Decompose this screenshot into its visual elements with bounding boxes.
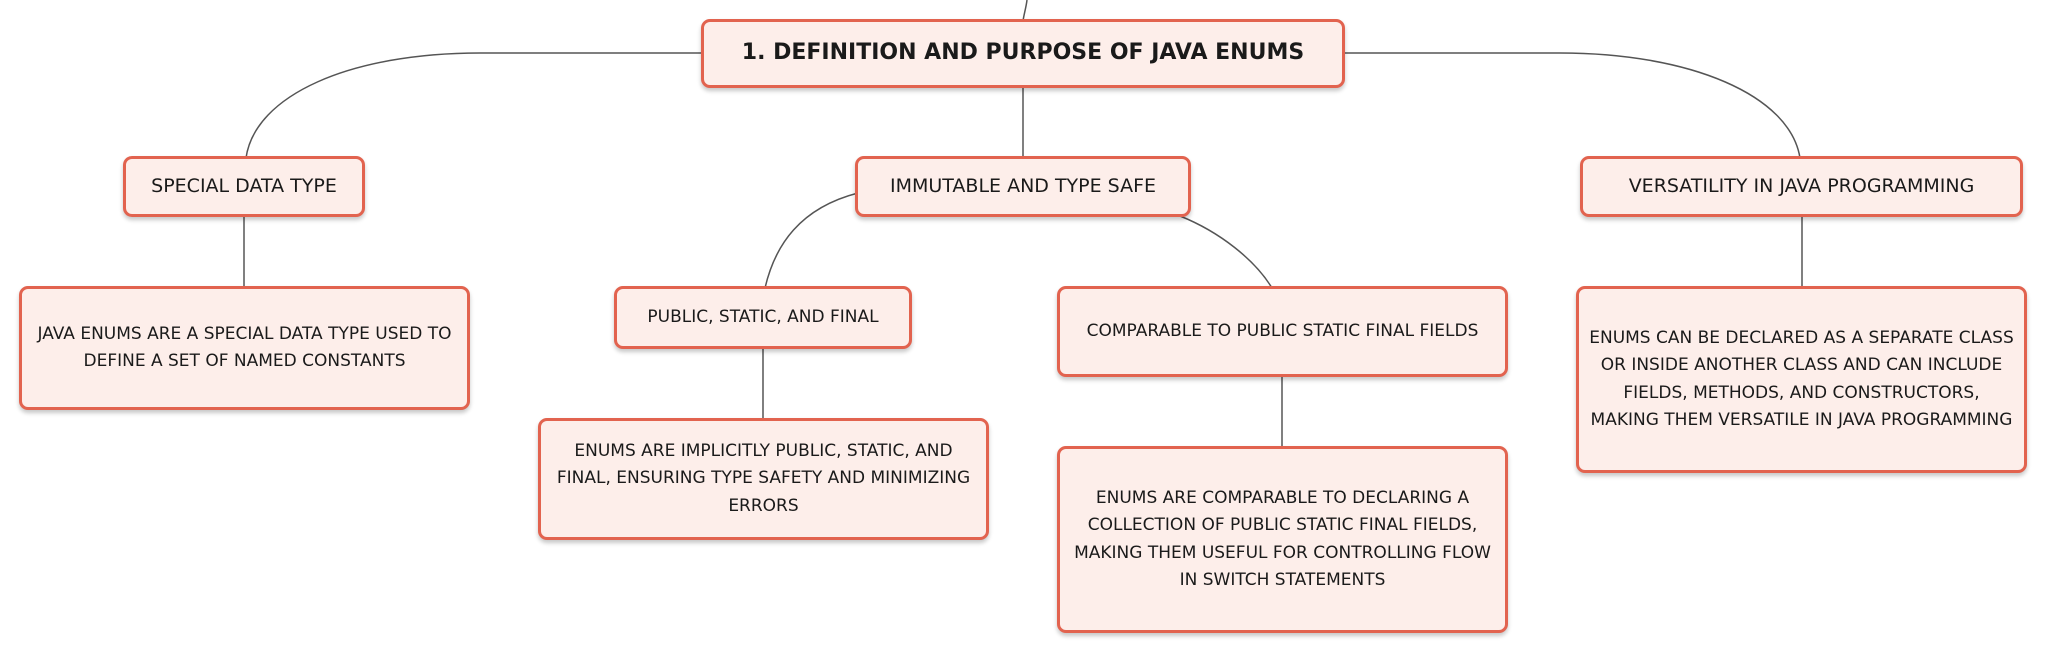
detail-public-static-final[interactable]: ENUMS ARE IMPLICITLY PUBLIC, STATIC, AND…	[538, 418, 989, 540]
detail-text: ENUMS CAN BE DECLARED AS A SEPARATE CLAS…	[1589, 328, 2014, 430]
subtopic-public-static-final[interactable]: PUBLIC, STATIC, AND FINAL	[614, 286, 912, 349]
subtopic-label: PUBLIC, STATIC, AND FINAL	[647, 307, 879, 328]
root-node[interactable]: 1. DEFINITION AND PURPOSE OF JAVA ENUMS	[701, 19, 1345, 88]
connector-immutable-to-comparable	[1179, 215, 1273, 289]
topic-versatility-in-java-programming[interactable]: VERSATILITY IN JAVA PROGRAMMING	[1580, 156, 2023, 217]
root-label: 1. DEFINITION AND PURPOSE OF JAVA ENUMS	[741, 40, 1305, 66]
topic-label: VERSATILITY IN JAVA PROGRAMMING	[1628, 174, 1975, 197]
detail-text: JAVA ENUMS ARE A SPECIAL DATA TYPE USED …	[37, 323, 452, 371]
connector-immutable-to-public-static-final	[764, 192, 859, 289]
detail-special-data-type[interactable]: JAVA ENUMS ARE A SPECIAL DATA TYPE USED …	[19, 286, 470, 410]
connector-parent-to-root	[1022, 0, 1028, 22]
topic-label: SPECIAL DATA TYPE	[151, 174, 337, 197]
topic-special-data-type[interactable]: SPECIAL DATA TYPE	[123, 156, 365, 217]
detail-comparable-to-public-static-final-fields[interactable]: ENUMS ARE COMPARABLE TO DECLARING A COLL…	[1057, 446, 1508, 633]
connector-root-to-special-data-type	[245, 52, 703, 159]
detail-text: ENUMS ARE IMPLICITLY PUBLIC, STATIC, AND…	[556, 441, 971, 516]
subtopic-label: COMPARABLE TO PUBLIC STATIC FINAL FIELDS	[1086, 321, 1479, 342]
detail-text: ENUMS ARE COMPARABLE TO DECLARING A COLL…	[1074, 488, 1491, 590]
detail-versatility-in-java-programming[interactable]: ENUMS CAN BE DECLARED AS A SEPARATE CLAS…	[1576, 286, 2027, 473]
topic-immutable-and-type-safe[interactable]: IMMUTABLE AND TYPE SAFE	[855, 156, 1191, 217]
subtopic-comparable-to-public-static-final-fields[interactable]: COMPARABLE TO PUBLIC STATIC FINAL FIELDS	[1057, 286, 1508, 377]
connector-root-to-versatility	[1343, 52, 1801, 159]
topic-label: IMMUTABLE AND TYPE SAFE	[889, 174, 1157, 197]
